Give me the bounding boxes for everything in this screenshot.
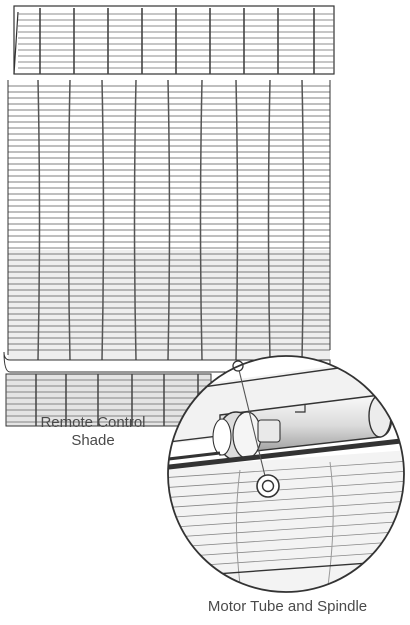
- lens-slat: [168, 500, 404, 519]
- shade-label-line1: Remote Control: [40, 414, 146, 431]
- lens-slat: [168, 480, 404, 499]
- lens-slat: [168, 540, 404, 559]
- shade-cord: [267, 79, 271, 361]
- shade-cord: [101, 79, 105, 361]
- remote-control-shade-label: Remote Control Shade: [18, 414, 168, 450]
- shade-cord: [133, 79, 137, 361]
- shade-cord: [235, 79, 239, 361]
- shade-bottom-band: [3, 351, 331, 427]
- motor-tube-label: Motor Tube and Spindle: [207, 598, 368, 615]
- shade-body: [7, 79, 331, 361]
- motor-detail-lens: [167, 355, 405, 593]
- lens-slat: [168, 520, 404, 539]
- lens-slat: [168, 460, 404, 479]
- shade-cord: [167, 79, 171, 361]
- shade-cord: [67, 79, 71, 361]
- shade-label-line2: Shade: [71, 432, 115, 449]
- lens-slat: [168, 510, 404, 529]
- lens-slat: [168, 490, 404, 509]
- shade-cord: [199, 79, 203, 361]
- lift-cord: [237, 365, 267, 481]
- shade-headrail: [13, 5, 335, 75]
- cord-ring: [256, 474, 280, 498]
- dark-rail: [168, 437, 404, 471]
- lens-slat: [168, 470, 404, 489]
- shade-cord: [301, 79, 305, 361]
- shade-cord: [37, 79, 41, 361]
- lower-shade-fabric: [168, 450, 404, 592]
- lens-slat: [168, 530, 404, 549]
